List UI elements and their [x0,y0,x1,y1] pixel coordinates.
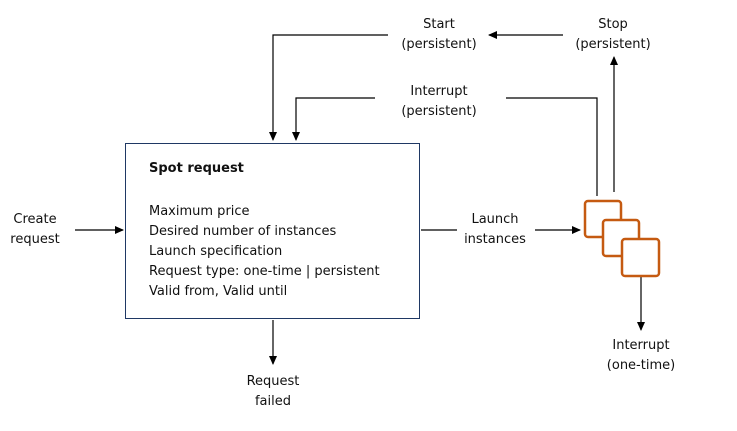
field-desired-instances: Desired number of instances [149,224,337,239]
arrow-start-to-request [269,34,388,141]
spot-request-box: Spot request Maximum price Desired numbe… [125,143,420,319]
spot-request-title: Spot request [149,161,244,176]
label-request-failed: Request failed [246,374,300,409]
spot-request-fields: Maximum price Desired number of instance… [149,202,380,302]
label-create-request: Create request [10,212,60,247]
field-request-type: Request type: one-time | persistent [149,264,380,279]
instance-icon-3 [620,237,661,278]
field-valid-range: Valid from, Valid until [149,284,288,299]
line-instances-to-interrupt [506,97,598,196]
label-launch-instances: Launch instances [464,212,526,247]
label-interrupt-persistent: Interrupt (persistent) [401,84,477,119]
field-maximum-price: Maximum price [149,204,250,219]
label-stop-persistent: Stop (persistent) [575,17,651,52]
arrow-interrupt-to-request [292,97,375,141]
field-launch-specification: Launch specification [149,244,283,259]
label-interrupt-one-time: Interrupt (one-time) [606,338,676,373]
label-start-persistent: Start (persistent) [401,17,477,52]
